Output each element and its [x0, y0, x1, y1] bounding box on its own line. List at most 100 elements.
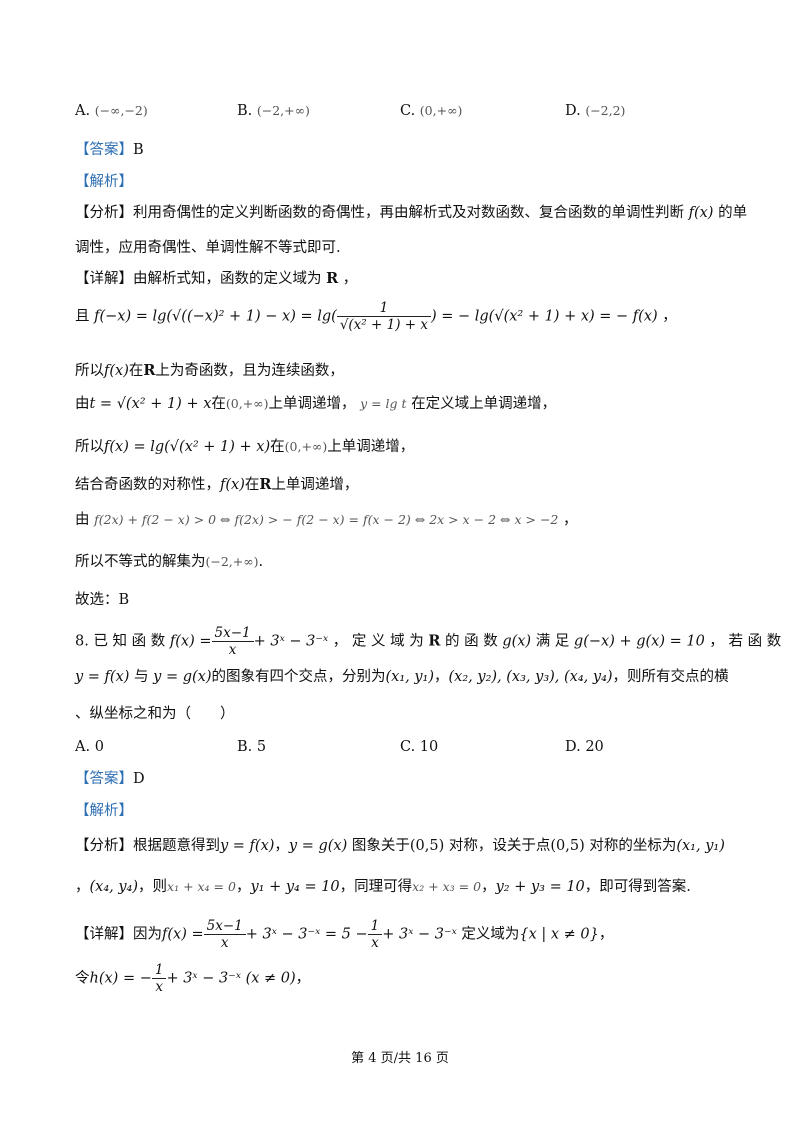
text: 调性，应用奇偶性、单调性解不等式即可. [75, 240, 341, 256]
math: (0,+∞) [284, 439, 328, 454]
text: 满 足 [535, 633, 570, 650]
math: y = g(x) [288, 838, 348, 854]
text: 8. 已 知 函 数 [75, 633, 166, 650]
math: t = √(x² + 1) + x [89, 396, 212, 412]
math: + 3ˣ − 3⁻ˣ [253, 633, 329, 650]
math: f(x) [104, 363, 129, 379]
text: ， [481, 879, 496, 895]
math: R [143, 362, 156, 379]
q7-fenxi-line-1: 【分析】利用奇偶性的定义判断函数的奇偶性，再由解析式及对数函数、复合函数的单调性… [75, 205, 747, 222]
math: {x | x ≠ 0} [519, 926, 599, 943]
answer-tag: 【答案】 [75, 142, 133, 158]
math: h(x) = − [89, 970, 152, 987]
q7-option-c: C. (0,+∞) [400, 103, 462, 119]
frac-den: x [220, 935, 229, 952]
option-value: (0,+∞) [419, 103, 463, 118]
q7-monotonic-f-line: 所以f(x) = lg(√(x² + 1) + x)在(0,+∞)上单调递增， [75, 439, 414, 456]
option-value: (−2,+∞) [256, 103, 310, 118]
text: 在 [128, 363, 144, 379]
page-footer: 第 4 页/共 16 页 [351, 1051, 449, 1066]
option-value: 10 [419, 739, 439, 755]
math: y₂ + y₃ = 10 [495, 879, 585, 895]
option-value: 20 [585, 739, 604, 755]
q8-option-a: A. 0 [75, 739, 104, 755]
text: 对称，设关于点 [448, 838, 551, 854]
math: f(−x) = lg(√((−x)² + 1) − x) = lg( [94, 308, 337, 325]
option-label: B. [237, 103, 253, 119]
text: 利用奇偶性的定义判断函数的奇偶性，再由解析式及对数函数、复合函数的单调性判断 [133, 205, 684, 221]
text: 所以不等式的解集为 [75, 554, 206, 570]
option-label: A. [75, 739, 91, 755]
text: 因为 [133, 926, 162, 943]
math: y = f(x) [220, 838, 275, 854]
text: 所以 [75, 363, 104, 379]
math: f(x) = [169, 633, 212, 650]
q7-detail-line-1: 【详解】由解析式知，函数的定义域为 R ， [75, 270, 357, 288]
q8-fenxi-line-1: 【分析】根据题意得到y = f(x)，y = g(x) 图象关于(0,5) 对称… [75, 838, 725, 855]
math: (x₄, y₄) [89, 879, 139, 895]
option-label: D. [565, 103, 581, 119]
option-label: D. [565, 739, 581, 755]
frac-num: 1 [151, 962, 167, 980]
text: 图象关于 [351, 838, 410, 854]
q7-option-d: D. (−2,2) [565, 103, 625, 119]
text: ，即可得到答案. [584, 879, 691, 895]
q7-choice-line: 故选：B [75, 592, 129, 609]
frac-num: 1 [336, 300, 431, 318]
math: R [428, 632, 441, 650]
math: ) = − lg(√(x² + 1) + x) = − f(x) [430, 308, 658, 325]
math: + 3ˣ − 3⁻ˣ [382, 926, 457, 943]
q8-option-b: B. 5 [237, 739, 266, 755]
math: (−2,+∞) [205, 554, 259, 569]
detail-tag: 【详解】 [75, 926, 133, 943]
math: f(x) [220, 477, 245, 493]
option-label: A. [75, 103, 91, 119]
text: ， [598, 926, 614, 943]
math: (x₁, y₁) [676, 838, 725, 854]
option-value: (−∞,−2) [94, 103, 148, 118]
math: (0,5) [550, 838, 585, 854]
q7-answer-line: 【答案】B [75, 142, 144, 159]
q7-solution-set-line: 所以不等式的解集为(−2,+∞). [75, 554, 263, 571]
text: ， [434, 669, 449, 685]
math: (x₁, y₁) [385, 669, 435, 685]
text: ，则 [138, 879, 168, 895]
text: 上为奇函数，且为连续函数， [155, 363, 344, 379]
text: 对称的坐标为 [589, 838, 677, 854]
answer-value: D [133, 771, 145, 787]
math: g(−x) + g(x) = 10 [573, 633, 705, 650]
option-label: C. [400, 739, 416, 755]
text: 在 [244, 477, 260, 493]
math: x₁ + x₄ = 0 [167, 879, 236, 894]
math: + 3ˣ − 3⁻ˣ = 5 − [245, 926, 368, 943]
math: f(x) [688, 205, 714, 221]
text: ， [342, 271, 358, 287]
text: 在定义域上单调递增， [411, 396, 557, 412]
fenxi-tag: 【分析】 [75, 838, 133, 854]
frac-num: 5x−1 [211, 625, 254, 643]
fraction: 1√(x² + 1) + x [336, 300, 431, 334]
frac-den: √(x² + 1) + x [339, 317, 428, 334]
text: 令 [75, 970, 90, 987]
q7-odd-conclusion-line: 所以f(x)在R上为奇函数，且为连续函数， [75, 362, 344, 380]
q7-monotonic-t-line: 由t = √(x² + 1) + x在(0,+∞)上单调递增， y = lg t… [75, 396, 556, 413]
q8-option-d: D. 20 [565, 739, 604, 755]
frac-num: 1 [367, 918, 383, 936]
text: 与 [134, 669, 149, 685]
math: R [326, 270, 339, 287]
text: ，则所有交点的横 [612, 669, 729, 685]
text: 根据题意得到 [133, 838, 220, 854]
text: ，同理可得 [339, 879, 413, 895]
text: 上单调递增， [327, 439, 415, 455]
analysis-tag: 【解析】 [75, 803, 133, 819]
text: 在 [211, 396, 226, 412]
text: ， [274, 838, 289, 854]
frac-den: x [371, 935, 379, 952]
math: (0,5) [409, 838, 445, 854]
q8-stem-line-2: y = f(x) 与 y = g(x)的图象有四个交点，分别为(x₁, y₁)，… [75, 669, 729, 686]
option-value: 5 [256, 739, 267, 755]
option-value: 0 [94, 739, 104, 755]
math: y₁ + y₄ = 10 [250, 879, 340, 895]
